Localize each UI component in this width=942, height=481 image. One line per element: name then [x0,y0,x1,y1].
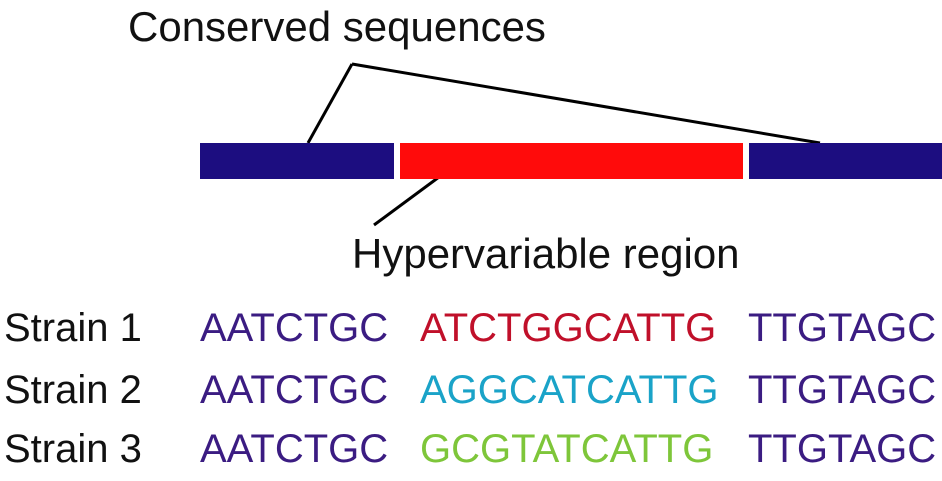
variable-sequence: GCGTATCATTG [420,427,714,471]
strain-name: Strain 3 [4,427,142,471]
conserved-sequence-left: AATCTGC [200,368,389,412]
strain-row: Strain 3 AATCTGC GCGTATCATTG TTGTAGC [0,429,942,477]
hypervariable-region-bar [400,143,743,179]
strain-row: Strain 1 AATCTGC ATCTGGCATTG TTGTAGC [0,308,942,356]
conserved-sequence-right: TTGTAGC [748,306,937,350]
conserved-sequence-left: AATCTGC [200,306,389,350]
hypervariable-region-label: Hypervariable region [352,230,740,277]
conserved-sequences-label: Conserved sequences [128,3,546,50]
strain-name: Strain 1 [4,306,142,350]
conserved-sequence-right: TTGTAGC [748,368,937,412]
conserved-region-bar-right [749,143,942,179]
conserved-leader-line-right [351,62,821,145]
variable-sequence: ATCTGGCATTG [420,306,717,350]
conserved-region-bar-left [200,143,394,179]
strain-name: Strain 2 [4,368,142,412]
conserved-sequence-right: TTGTAGC [748,427,937,471]
conserved-leader-line-left [306,63,354,144]
strain-row: Strain 2 AATCTGC AGGCATCATTG TTGTAGC [0,370,942,418]
conserved-sequence-left: AATCTGC [200,427,389,471]
variable-sequence: AGGCATCATTG [420,368,719,412]
